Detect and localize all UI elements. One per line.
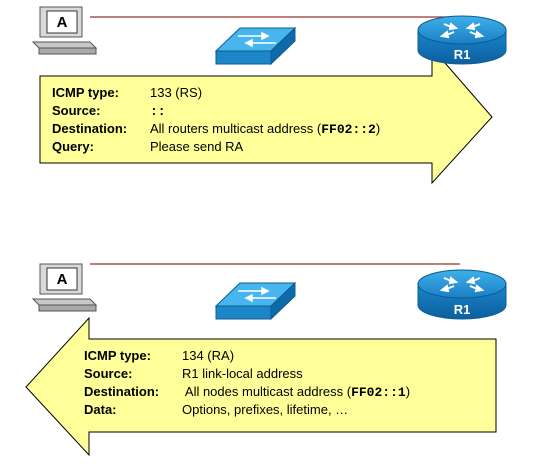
field-value-source: R1 link-local address (182, 366, 303, 381)
router-label: R1 (454, 302, 471, 317)
panel-router-solicitation: A R1 ICMP (31, 6, 507, 185)
field-value-destination: All routers multicast address (FF02::2) (150, 121, 380, 137)
switch-icon (214, 281, 297, 321)
host-label: A (57, 14, 68, 31)
field-label-destination: Destination: (52, 121, 127, 136)
field-label-destination: Destination: (84, 384, 159, 399)
field-value-query: Please send RA (150, 139, 244, 154)
field-value-source: :: (150, 104, 166, 119)
destination-address: FF02::1 (351, 385, 406, 400)
field-value-destination: All nodes multicast address (FF02::1) (182, 384, 410, 400)
router-label: R1 (454, 47, 471, 62)
destination-text: All nodes multicast address ( (182, 384, 352, 399)
arrow-left (25, 316, 497, 457)
host-label: A (57, 271, 68, 288)
switch-icon (214, 26, 297, 66)
field-value-icmp-type: 134 (RA) (182, 348, 234, 363)
destination-address: FF02::2 (321, 122, 376, 137)
router-r1-icon: R1 (417, 15, 507, 65)
arrow-right (39, 46, 493, 185)
destination-close: ) (376, 121, 380, 136)
host-a-icon: A (31, 6, 98, 55)
field-label-source: Source: (52, 103, 100, 118)
field-label-query: Query: (52, 139, 94, 154)
field-label-data: Data: (84, 402, 117, 417)
field-label-source: Source: (84, 366, 132, 381)
field-label-icmp-type: ICMP type: (84, 348, 151, 363)
destination-close: ) (406, 384, 410, 399)
field-value-data: Options, prefixes, lifetime, … (182, 402, 348, 417)
host-a-icon: A (31, 263, 98, 312)
panel-router-advertisement: A R1 ICMP (25, 263, 507, 457)
message-fields: ICMP type: 134 (RA) Source: R1 link-loca… (84, 348, 410, 417)
field-value-icmp-type: 133 (RS) (150, 85, 202, 100)
router-r1-icon: R1 (417, 269, 507, 320)
message-fields: ICMP type: 133 (RS) Source: :: Destinati… (52, 85, 380, 154)
destination-text: All routers multicast address ( (150, 121, 322, 136)
field-label-icmp-type: ICMP type: (52, 85, 119, 100)
